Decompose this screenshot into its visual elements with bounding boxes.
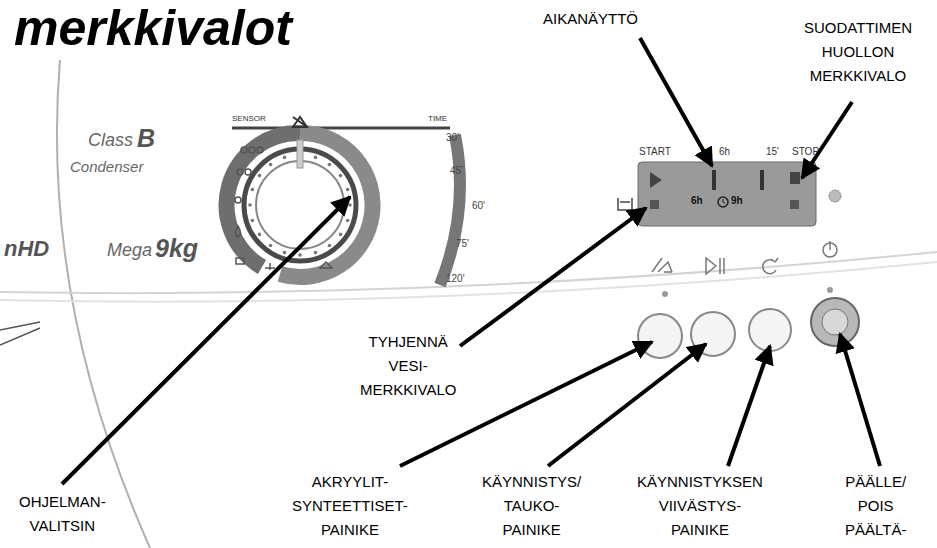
knob-dot [314, 156, 318, 160]
fan-symbol [293, 117, 307, 127]
scale-label: TIME [428, 114, 447, 123]
time-scale [312, 127, 450, 130]
model-text: nHD [4, 236, 49, 261]
leader-arrow [62, 38, 880, 484]
start-led [650, 172, 662, 188]
display-label: 15' [766, 146, 779, 158]
display-label: 6h [719, 146, 730, 158]
water-led [650, 200, 659, 209]
knob-dot [283, 156, 287, 160]
knob-dot [283, 251, 287, 255]
knob-dot [348, 203, 352, 207]
filter-led [790, 200, 799, 209]
time-label: 75' [456, 238, 469, 250]
knob-dot [251, 219, 255, 223]
filter-icon [829, 190, 841, 202]
time-led [712, 170, 716, 190]
callout-label: AIKANÄYTTÖ [543, 10, 638, 27]
button-icons [652, 241, 837, 274]
knob-dot [269, 163, 273, 167]
power-button [811, 298, 859, 346]
callout-label: TYHJENNÄ VESI- MERKKIVALO [360, 330, 456, 402]
callout-label: SUODATTIMEN HUOLLON MERKKIVALO [804, 16, 912, 88]
knob-dot [258, 233, 262, 237]
time-label: 60' [472, 200, 485, 212]
time-label: 120' [446, 273, 465, 285]
callout-label: KÄYNNISTYS/ TAUKO- PAINIKE [482, 470, 581, 542]
knob-dot [248, 203, 252, 207]
indicator-dot [827, 287, 833, 293]
knob-dot [298, 253, 302, 257]
display-label: 6h [691, 195, 703, 207]
knob-dot [258, 174, 262, 178]
knob-dot [339, 174, 343, 178]
delay-button [749, 309, 791, 351]
knob-dot [328, 163, 332, 167]
time-label: 30' [446, 132, 459, 144]
display-panel [638, 162, 816, 226]
clock-symbol [718, 197, 728, 207]
panel-swoosh [0, 262, 937, 302]
acrylic-button [638, 314, 682, 358]
callout-label: PÄÄLLE/ POIS PÄÄLTÄ- [845, 470, 906, 542]
decor-line [0, 322, 40, 345]
model-text: Condenser [70, 158, 143, 175]
display-label: 9h [731, 195, 743, 207]
page-title: merkkivalot [14, 0, 292, 56]
sensor-symbols [235, 147, 332, 270]
time-label: 45' [450, 165, 463, 177]
model-text: Mega [107, 240, 152, 261]
display-label: STOP [792, 146, 819, 158]
callout-label: OHJELMAN- VALITSIN [19, 490, 106, 538]
display-label: START [639, 146, 671, 158]
knob-dot [314, 251, 318, 255]
scale-label: SENSOR [232, 114, 266, 123]
indicator-dot [662, 291, 668, 297]
knob-dot [269, 244, 273, 248]
knob-dot [346, 219, 350, 223]
knob-dot [328, 244, 332, 248]
time-led [760, 170, 764, 190]
power-button-inner [822, 309, 848, 335]
knob-dot [339, 233, 343, 237]
model-text: 9kg [155, 234, 198, 263]
callout-label: AKRYYLIT- SYNTEETTISET- PAINIKE [292, 470, 408, 542]
time-band [440, 135, 460, 285]
water-tank-icon [618, 198, 632, 210]
knob-dots [248, 153, 352, 257]
knob-dot [346, 188, 350, 192]
clock-symbol [723, 199, 725, 203]
knob-dot [251, 188, 255, 192]
stop-led [790, 172, 800, 184]
knob-pointer [297, 140, 303, 168]
callout-label: KÄYNNISTYKSEN VIIVÄSTYS- PAINIKE [637, 470, 763, 542]
model-text: Class [88, 130, 133, 151]
knob-inner [256, 161, 344, 249]
model-text: B [137, 124, 155, 153]
